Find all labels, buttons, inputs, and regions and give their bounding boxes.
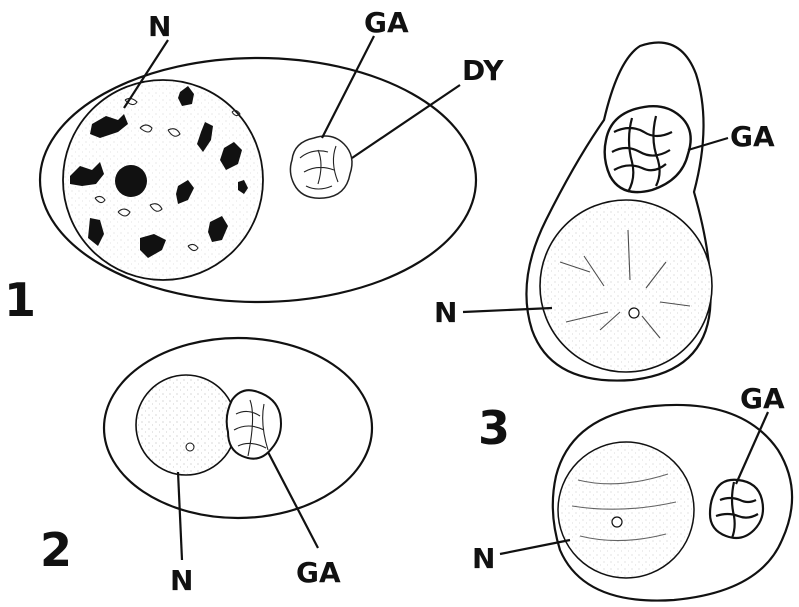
figure-number-2: 2 bbox=[40, 523, 72, 577]
cell-3a-nucleus-label: N bbox=[434, 296, 457, 329]
cell-2-nucleus-label: N bbox=[170, 564, 193, 597]
cell-1-golgi-label: GA bbox=[364, 6, 409, 39]
cell-3a-golgi bbox=[605, 106, 691, 192]
cell-1: N GA DY 1 bbox=[4, 6, 504, 327]
cell-1-nucleolus bbox=[115, 165, 147, 197]
cell-3b: GA N 3 bbox=[472, 382, 792, 601]
cell-2-golgi bbox=[227, 390, 281, 458]
cell-3b-golgi-label: GA bbox=[740, 382, 785, 415]
cell-1-nucleus-label: N bbox=[148, 10, 171, 43]
cell-3b-nucleus-label: N bbox=[472, 542, 495, 575]
cell-3b-golgi bbox=[710, 480, 763, 538]
cell-1-dictyosome-label: DY bbox=[462, 54, 504, 87]
cell-3a-golgi-label: GA bbox=[730, 120, 775, 153]
cell-3a: GA N bbox=[434, 43, 775, 381]
cell-1-golgi bbox=[290, 136, 352, 198]
cell-2: N GA 2 bbox=[40, 338, 372, 597]
figure-number-3: 3 bbox=[478, 401, 510, 455]
cell-2-golgi-label: GA bbox=[296, 556, 341, 589]
figure-number-1: 1 bbox=[4, 273, 36, 327]
